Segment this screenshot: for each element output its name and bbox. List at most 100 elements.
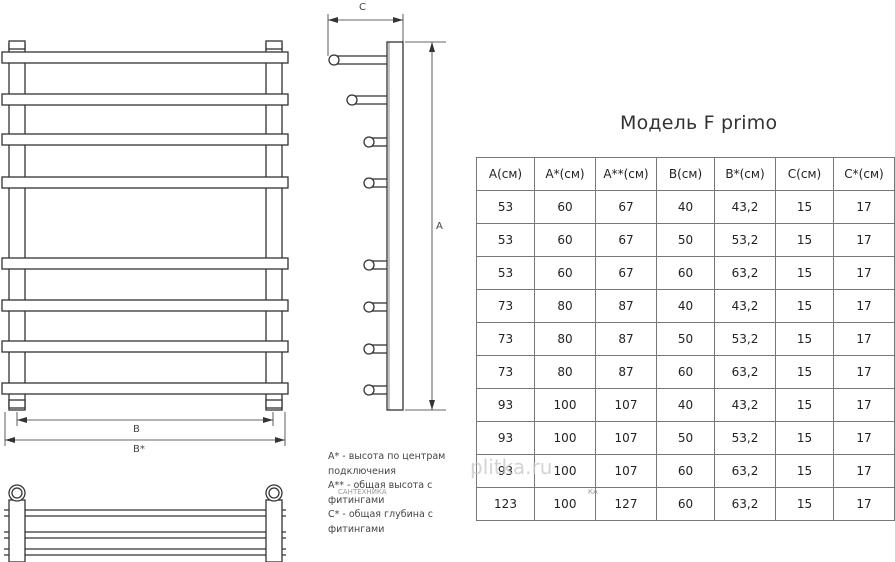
- table-cell: 53: [476, 223, 535, 257]
- table-cell: 15: [775, 289, 834, 323]
- table-cell: 67: [595, 223, 657, 257]
- watermark: plitka.ru: [470, 455, 553, 479]
- table-cell: 40: [656, 289, 715, 323]
- table-cell: 60: [656, 487, 715, 521]
- table-cell: 63,2: [714, 454, 776, 488]
- table-cell: 50: [656, 421, 715, 455]
- header-a-star: А*(см): [534, 157, 596, 191]
- table-cell: 53,2: [714, 322, 776, 356]
- table-cell: 63,2: [714, 355, 776, 389]
- table-cell: 40: [656, 388, 715, 422]
- notes: А* - высота по центрам подключения А** -…: [328, 450, 488, 538]
- table-cell: 60: [534, 256, 596, 290]
- table-cell: 53,2: [714, 223, 776, 257]
- table-cell: 73: [476, 322, 535, 356]
- table-cell: 15: [775, 322, 834, 356]
- table-cell: 17: [833, 322, 895, 356]
- table-cell: 60: [534, 223, 596, 257]
- table-cell: 80: [534, 355, 596, 389]
- header-c: С(см): [775, 157, 834, 191]
- table-cell: 87: [595, 289, 657, 323]
- table-cell: 60: [656, 256, 715, 290]
- table-cell: 67: [595, 190, 657, 224]
- table-cell: 93: [476, 388, 535, 422]
- table-header-row: А(см) А*(см) А**(см) В(см) В*(см) С(см) …: [476, 157, 895, 191]
- header-a: А(см): [476, 157, 535, 191]
- table-cell: 100: [534, 487, 596, 521]
- model-title: Модель F primo: [620, 112, 778, 134]
- table-cell: 50: [656, 223, 715, 257]
- table-cell: 73: [476, 355, 535, 389]
- table-cell: 67: [595, 256, 657, 290]
- table-cell: 43,2: [714, 289, 776, 323]
- table-cell: 15: [775, 388, 834, 422]
- header-b-star: В*(см): [714, 157, 776, 191]
- table-cell: 107: [595, 421, 657, 455]
- table-cell: 123: [476, 487, 535, 521]
- table-cell: 73: [476, 289, 535, 323]
- table-cell: 87: [595, 355, 657, 389]
- table-cell: 15: [775, 487, 834, 521]
- table-cell: 17: [833, 355, 895, 389]
- table-cell: 17: [833, 388, 895, 422]
- table-cell: 50: [656, 322, 715, 356]
- table-cell: 17: [833, 454, 895, 488]
- watermark-sub-left: САНТЕХНИКА: [338, 488, 387, 496]
- table-cell: 60: [656, 355, 715, 389]
- table-cell: 63,2: [714, 487, 776, 521]
- table-cell: 100: [534, 388, 596, 422]
- table-cell: 43,2: [714, 190, 776, 224]
- side-rungs: [328, 54, 387, 396]
- table-cell: 15: [775, 190, 834, 224]
- note-c-star: С* - общая глубина с фитингами: [328, 509, 434, 535]
- table-cell: 15: [775, 256, 834, 290]
- table-cell: 60: [534, 190, 596, 224]
- table-cell: 80: [534, 322, 596, 356]
- table-cell: 17: [833, 421, 895, 455]
- header-c-star: С*(см): [833, 157, 895, 191]
- table-cell: 107: [595, 454, 657, 488]
- header-a-2star: А**(см): [595, 157, 657, 191]
- table-cell: 40: [656, 190, 715, 224]
- table-cell: 15: [775, 223, 834, 257]
- table-cell: 43,2: [714, 388, 776, 422]
- header-b: В(см): [656, 157, 715, 191]
- side-post: [386, 41, 404, 411]
- dim-a-label: A: [436, 221, 443, 232]
- specs-table: А(см) А*(см) А**(см) В(см) В*(см) С(см) …: [476, 157, 895, 521]
- table-cell: 80: [534, 289, 596, 323]
- table-cell: 60: [656, 454, 715, 488]
- table-cell: 107: [595, 388, 657, 422]
- table-cell: 15: [775, 421, 834, 455]
- table-cell: 53: [476, 256, 535, 290]
- table-cell: 17: [833, 289, 895, 323]
- table-cell: 17: [833, 223, 895, 257]
- note-a-star: А* - высота по центрам подключения: [328, 451, 446, 477]
- table-cell: 17: [833, 256, 895, 290]
- watermark-sub-right: КА: [588, 488, 598, 496]
- note-a-2star: А** - общая высота с фитингами: [328, 480, 433, 506]
- table-cell: 53: [476, 190, 535, 224]
- table-cell: 15: [775, 454, 834, 488]
- table-cell: 87: [595, 322, 657, 356]
- rungs: [1, 51, 289, 395]
- table-cell: 100: [534, 454, 596, 488]
- dim-b-label: B: [133, 424, 140, 435]
- table-cell: 17: [833, 487, 895, 521]
- table-cell: 53,2: [714, 421, 776, 455]
- table-cell: 63,2: [714, 256, 776, 290]
- dim-b-star-label: B*: [133, 444, 145, 455]
- table-cell: 17: [833, 190, 895, 224]
- table-cell: 127: [595, 487, 657, 521]
- dim-c-label: C: [359, 2, 366, 13]
